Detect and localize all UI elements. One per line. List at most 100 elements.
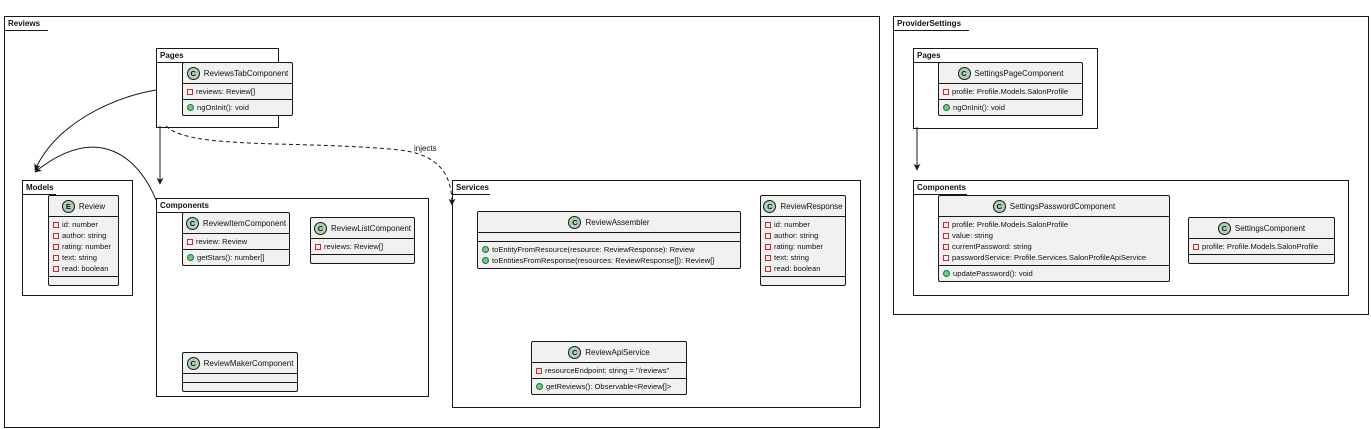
field-row: text: string <box>765 252 841 263</box>
class-stereotype-icon: C <box>568 345 582 359</box>
class-methods: updatePassword(): void <box>939 266 1169 281</box>
class-methods <box>311 255 414 263</box>
private-icon <box>187 88 193 95</box>
class-settings-password-component[interactable]: C SettingsPasswordComponent profile: Pro… <box>938 195 1170 282</box>
field-text: review: Review <box>196 237 248 246</box>
field-text: passwordService: Profile.Services.SalonP… <box>952 253 1147 262</box>
method-text: toEntityFromResource(resource: ReviewRes… <box>492 245 695 254</box>
field-row: profile: Profile.Models.SalonProfile <box>1193 241 1330 252</box>
class-review-assembler[interactable]: C ReviewAssembler toEntityFromResource(r… <box>477 211 741 269</box>
class-stereotype-icon: C <box>313 221 327 235</box>
private-icon <box>765 221 771 228</box>
method-text: toEntitiesFromResponse(resources: Review… <box>492 256 715 265</box>
method-row: getStars(): number[] <box>187 252 285 263</box>
field-text: value: string <box>952 231 993 240</box>
field-row: currentPassword: string <box>943 241 1165 252</box>
class-methods <box>761 277 845 285</box>
package-models-title: Models <box>22 180 56 195</box>
field-row: reviews: Review[] <box>187 86 288 97</box>
class-review-response[interactable]: C ReviewResponse id: number author: stri… <box>760 195 846 286</box>
field-row: passwordService: Profile.Services.SalonP… <box>943 252 1165 263</box>
private-icon <box>1193 243 1199 250</box>
class-review-api-service[interactable]: C ReviewApiService resourceEndpoint: str… <box>531 341 687 395</box>
class-reviews-tab-component[interactable]: C ReviewsTabComponent reviews: Review[] … <box>182 62 293 116</box>
class-fields: reviews: Review[] <box>183 84 292 100</box>
private-icon <box>53 254 59 261</box>
class-stereotype-icon: C <box>185 216 199 230</box>
class-stereotype-icon: C <box>186 66 200 80</box>
private-icon <box>53 265 59 272</box>
field-text: reviews: Review[] <box>324 242 384 251</box>
class-review-item-component[interactable]: C ReviewItemComponent review: Review get… <box>182 212 290 266</box>
method-text: ngOnInit(): void <box>953 103 1005 112</box>
private-icon <box>187 238 193 245</box>
field-row: read: boolean <box>53 263 114 274</box>
class-name: ReviewsTabComponent <box>203 68 289 78</box>
field-text: read: boolean <box>774 264 821 273</box>
class-name: ReviewMakerComponent <box>203 358 294 368</box>
private-icon <box>943 243 949 250</box>
package-provider-settings-title: ProviderSettings <box>893 16 969 31</box>
class-fields: resourceEndpoint: string = "/reviews" <box>532 363 686 379</box>
class-fields: review: Review <box>183 234 289 250</box>
field-row: reviews: Review[] <box>315 241 410 252</box>
class-settings-component[interactable]: C SettingsComponent profile: Profile.Mod… <box>1188 217 1335 264</box>
class-review-maker-component[interactable]: C ReviewMakerComponent <box>182 352 298 392</box>
private-icon <box>53 221 59 228</box>
class-review-list-component[interactable]: C ReviewListComponent reviews: Review[] <box>310 217 415 264</box>
class-fields: profile: Profile.Models.SalonProfile <box>1189 239 1334 255</box>
private-icon <box>315 243 321 250</box>
private-icon <box>765 232 771 239</box>
class-header: C SettingsPageComponent <box>939 63 1082 84</box>
field-text: author: string <box>774 231 819 240</box>
class-header: C ReviewItemComponent <box>183 213 289 234</box>
class-header: C SettingsPasswordComponent <box>939 196 1169 217</box>
class-name: SettingsPasswordComponent <box>1009 201 1116 211</box>
field-row: review: Review <box>187 236 285 247</box>
package-settings-components-title: Components <box>913 180 967 195</box>
method-text: getReviews(): Observable<Review[]> <box>546 382 672 391</box>
field-text: author: string <box>62 231 107 240</box>
class-methods: getReviews(): Observable<Review[]> <box>532 379 686 394</box>
class-fields: reviews: Review[] <box>311 239 414 255</box>
entity-stereotype-icon: E <box>61 199 75 213</box>
private-icon <box>536 367 542 374</box>
field-text: rating: number <box>774 242 823 251</box>
entity-review[interactable]: E Review id: number author: string ratin… <box>48 195 119 286</box>
class-name: ReviewApiService <box>585 347 650 357</box>
class-stereotype-icon: C <box>763 199 777 213</box>
class-stereotype-icon: C <box>1217 221 1231 235</box>
class-methods <box>183 383 297 391</box>
field-text: profile: Profile.Models.SalonProfile <box>952 87 1069 96</box>
method-text: ngOnInit(): void <box>197 103 249 112</box>
private-icon <box>943 221 949 228</box>
class-fields: profile: Profile.Models.SalonProfile <box>939 84 1082 100</box>
public-icon <box>187 104 194 111</box>
class-methods <box>1189 255 1334 263</box>
method-row: toEntitiesFromResponse(resources: Review… <box>482 255 736 266</box>
field-row: profile: Profile.Models.SalonProfile <box>943 219 1165 230</box>
field-row: profile: Profile.Models.SalonProfile <box>943 86 1078 97</box>
field-row: read: boolean <box>765 263 841 274</box>
class-name: ReviewListComponent <box>330 223 412 233</box>
class-methods: getStars(): number[] <box>183 250 289 265</box>
private-icon <box>53 243 59 250</box>
class-methods <box>49 277 118 285</box>
class-settings-page-component[interactable]: C SettingsPageComponent profile: Profile… <box>938 62 1083 116</box>
class-name: SettingsPageComponent <box>974 68 1064 78</box>
field-text: id: number <box>774 220 810 229</box>
class-stereotype-icon: C <box>957 66 971 80</box>
package-reviews-title: Reviews <box>4 16 48 31</box>
package-pages-title: Pages <box>156 48 188 63</box>
class-header: E Review <box>49 196 118 217</box>
class-name: ReviewAssembler <box>585 217 650 227</box>
field-text: currentPassword: string <box>952 242 1032 251</box>
field-text: resourceEndpoint: string = "/reviews" <box>545 366 670 375</box>
class-header: C SettingsComponent <box>1189 218 1334 239</box>
method-row: ngOnInit(): void <box>187 102 288 113</box>
class-stereotype-icon: C <box>186 356 200 370</box>
method-row: toEntityFromResource(resource: ReviewRes… <box>482 244 736 255</box>
public-icon <box>482 257 489 264</box>
package-settings-pages-title: Pages <box>913 48 945 63</box>
private-icon <box>765 265 771 272</box>
